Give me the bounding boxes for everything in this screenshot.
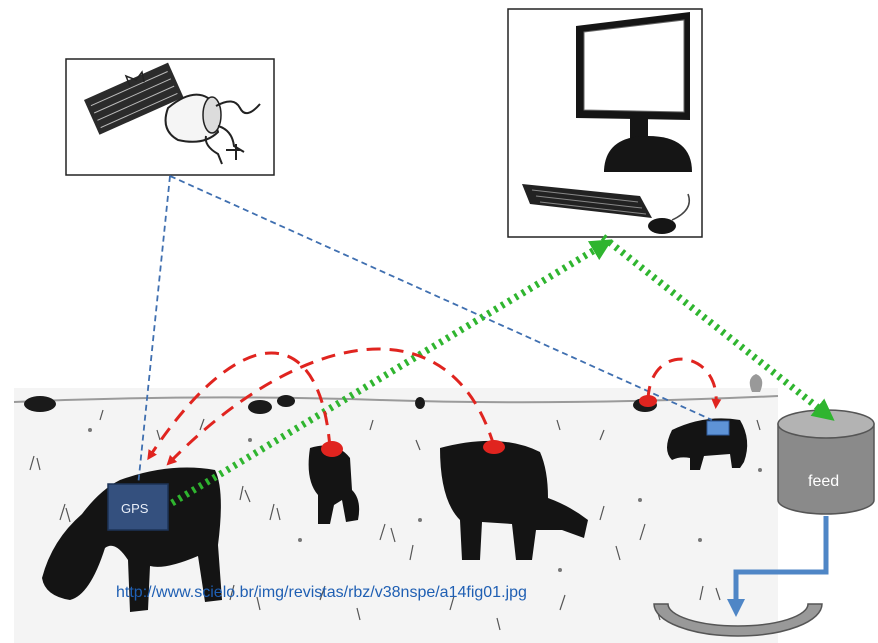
cow-gps [42, 467, 222, 612]
computer-image [507, 8, 703, 238]
blue-dashed-links [137, 175, 713, 487]
sensor-device-image [65, 58, 275, 176]
keyboard-icon [522, 184, 652, 218]
cow-tagged-2 [440, 440, 588, 560]
feed-label: feed [808, 473, 839, 490]
cow-tagged-1 [308, 445, 360, 524]
green-dotted-links [170, 234, 835, 507]
feed-bin [777, 409, 875, 515]
red-dashed-arcs [147, 347, 722, 466]
feed-pipe [727, 516, 829, 617]
mouse-icon [648, 218, 676, 234]
feed-trough [653, 603, 823, 637]
blue-sensor-tag [706, 420, 730, 436]
gps-box [107, 483, 169, 531]
source-url: http://www.scielo.br/img/revistas/rbz/v3… [116, 584, 527, 601]
red-sensor-tags [321, 395, 657, 457]
gps-label: GPS [121, 501, 149, 516]
